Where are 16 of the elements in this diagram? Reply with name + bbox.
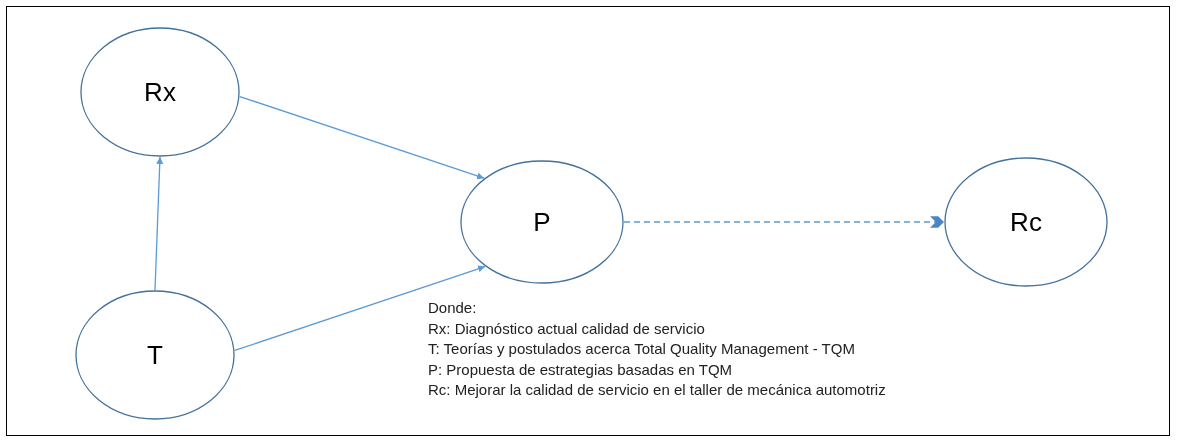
node-label: T <box>147 339 163 371</box>
legend-note: T: Teorías y postulados acerca Total Quality Management - TQM <box>428 339 855 359</box>
ellipse-node <box>75 290 235 420</box>
legend-heading: Donde: <box>428 298 477 318</box>
node-label: P <box>533 206 551 238</box>
node-label: Rc <box>1010 206 1042 238</box>
ellipse-node <box>460 160 624 284</box>
legend-note: Rx: Diagnóstico actual calidad de servicio <box>428 318 705 339</box>
ellipse-node <box>80 27 240 157</box>
ellipse-node <box>944 157 1108 287</box>
arrow <box>234 265 486 352</box>
arrow <box>239 95 485 180</box>
arrow <box>154 156 164 291</box>
legend-note: P: Propuesta de estrategias basadas en TQM <box>428 359 733 380</box>
node-label: Rx <box>144 76 176 108</box>
legend-note: Rc: Mejorar la calidad de servicio en el taller de mecánica automotriz <box>428 380 886 400</box>
